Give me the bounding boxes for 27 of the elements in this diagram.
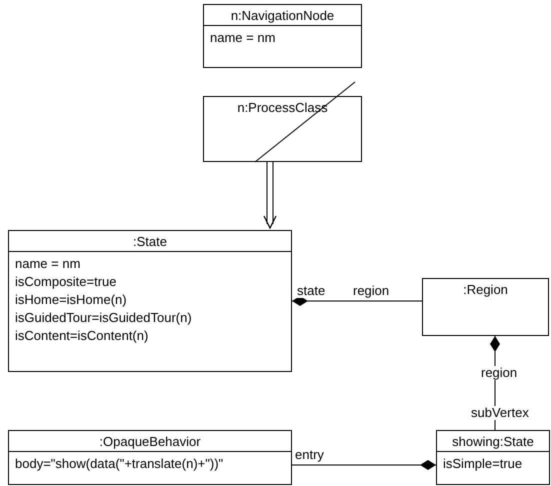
- class-box: [422, 278, 549, 336]
- class-box: [8, 430, 292, 485]
- object-name: :State: [133, 234, 167, 249]
- role-name: subVertex: [470, 406, 530, 420]
- attribute: isComposite=true: [15, 273, 117, 291]
- class-box: [203, 4, 362, 68]
- composition-line: [292, 460, 436, 470]
- object-name: :Region: [463, 282, 508, 297]
- object-name: :OpaqueBehavior: [99, 434, 201, 449]
- attribute: name = nm: [210, 29, 276, 47]
- class-box: [8, 230, 292, 372]
- attribute: isHome=isHome(n): [15, 291, 127, 309]
- role-name: region: [352, 284, 390, 298]
- class-box: [203, 96, 362, 162]
- attribute: isGuidedTour=isGuidedTour(n): [15, 309, 192, 327]
- composition-line: [292, 296, 422, 306]
- attribute: isSimple=true: [443, 455, 522, 473]
- role-name: region: [480, 366, 518, 380]
- object-name: showing:State: [452, 434, 534, 449]
- class-box: [436, 430, 550, 485]
- object-name: n:NavigationNode: [230, 8, 334, 23]
- attribute: body="show(data("+translate(n)+"))": [15, 455, 224, 473]
- role-name: state: [296, 284, 326, 298]
- transformation-arrow: [263, 162, 277, 229]
- role-name: entry: [294, 448, 325, 462]
- attribute: name = nm: [15, 255, 80, 273]
- attribute: isContent=isContent(n): [15, 327, 148, 345]
